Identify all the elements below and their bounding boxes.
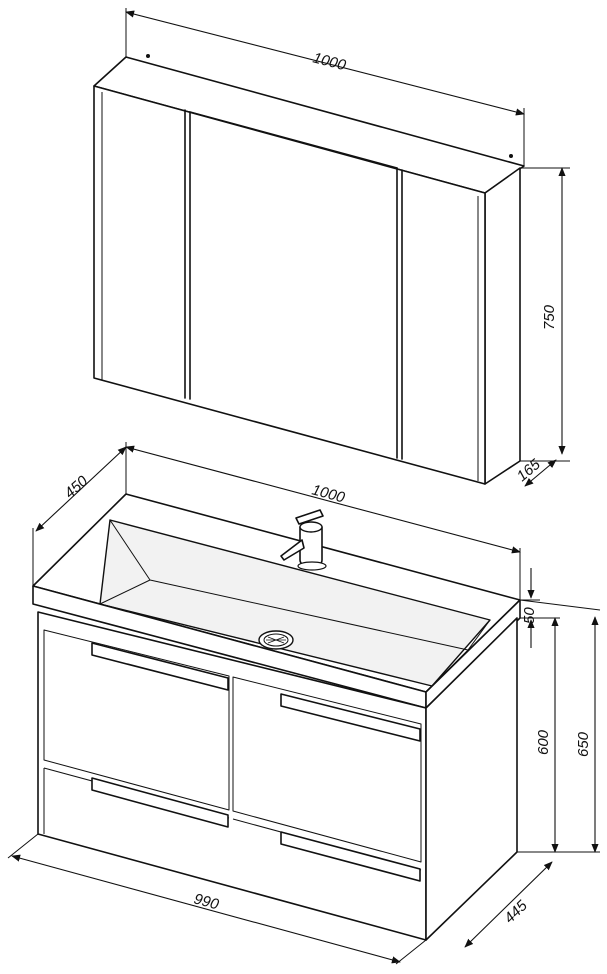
vanity-width-label: 990	[192, 890, 221, 913]
sink-depth-label: 450	[61, 472, 91, 502]
dimension-lines	[7, 8, 601, 965]
total-height-label: 650	[575, 731, 592, 757]
cabinet-height-label: 750	[541, 304, 558, 330]
mirror-cabinet	[93, 54, 525, 485]
cabinet-doors	[184, 109, 403, 460]
countertop-thickness-label: 50	[521, 607, 538, 624]
vanity-height-label: 600	[535, 729, 552, 755]
vanity-unit	[32, 493, 521, 941]
drain-icon	[258, 630, 294, 650]
sink-width-label: 1000	[310, 481, 347, 506]
cabinet-width-label: 1000	[311, 49, 348, 74]
vanity-doors	[43, 629, 422, 863]
vanity-depth-label: 445	[501, 897, 531, 927]
